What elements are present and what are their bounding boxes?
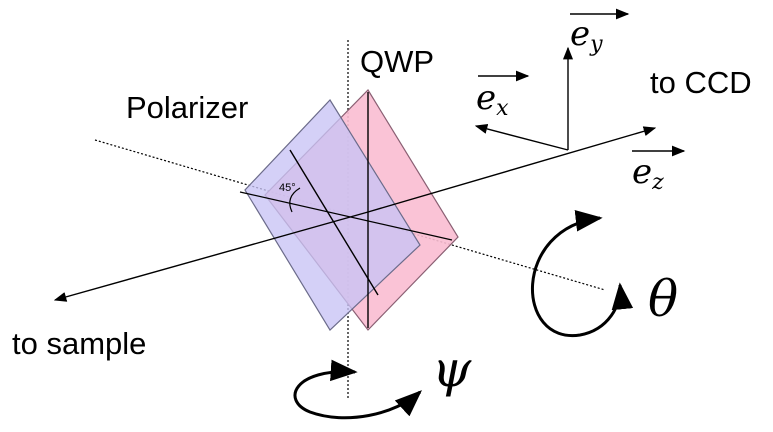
beam-to-sample-arrow (53, 211, 369, 302)
angle-arc (289, 187, 301, 213)
to-ccd-label: to CCD (650, 65, 752, 100)
theta-rotation-arrow (530, 210, 634, 337)
ex-vector-label: ex (476, 78, 509, 121)
theta-label: θ (648, 270, 679, 328)
polarizer-axis-line (289, 149, 379, 296)
polarizer-plate (244, 99, 421, 331)
reference-line (239, 191, 453, 241)
ez-vector-label: ez (632, 152, 664, 195)
angle-label: 45° (279, 182, 296, 194)
polarizer-label: Polarizer (126, 90, 249, 125)
psi-rotation-arrow (293, 359, 422, 420)
qwp-label: QWP (360, 44, 435, 79)
to-sample-label: to sample (12, 326, 147, 361)
ex-axis-arrow (474, 123, 569, 151)
ey-vector-label: ey (570, 14, 603, 57)
psi-label: ψ (432, 340, 472, 398)
beam-to-ccd-arrow (367, 126, 657, 213)
